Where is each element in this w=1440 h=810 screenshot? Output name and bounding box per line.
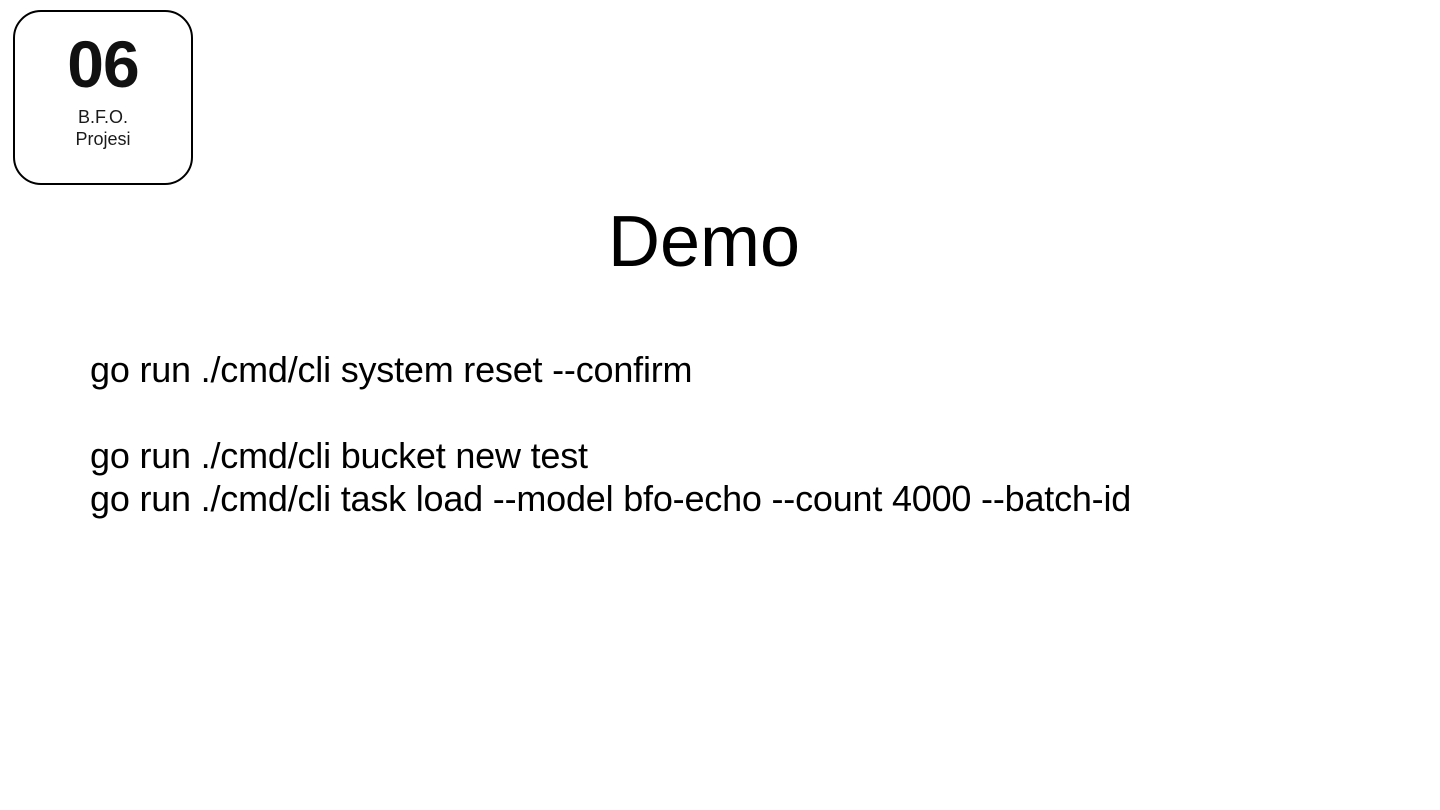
command-line: go run ./cmd/cli bucket new test bbox=[90, 435, 588, 477]
command-group: go run ./cmd/cli bucket new test go run … bbox=[90, 434, 1350, 520]
command-block: go run ./cmd/cli system reset --confirm … bbox=[90, 348, 1350, 521]
section-subtitle-line-2: Projesi bbox=[75, 128, 131, 149]
section-subtitle: B.F.O. Projesi bbox=[75, 107, 130, 151]
section-number: 06 bbox=[67, 27, 139, 101]
command-line: go run ./cmd/cli task load --model bfo-e… bbox=[90, 478, 1132, 520]
command-group: go run ./cmd/cli system reset --confirm bbox=[90, 348, 1350, 391]
command-line: go run ./cmd/cli system reset --confirm bbox=[90, 349, 693, 390]
section-badge: 06 B.F.O. Projesi bbox=[13, 10, 193, 185]
section-subtitle-line-1: B.F.O. bbox=[77, 106, 128, 127]
slide-title: Demo bbox=[607, 202, 801, 283]
